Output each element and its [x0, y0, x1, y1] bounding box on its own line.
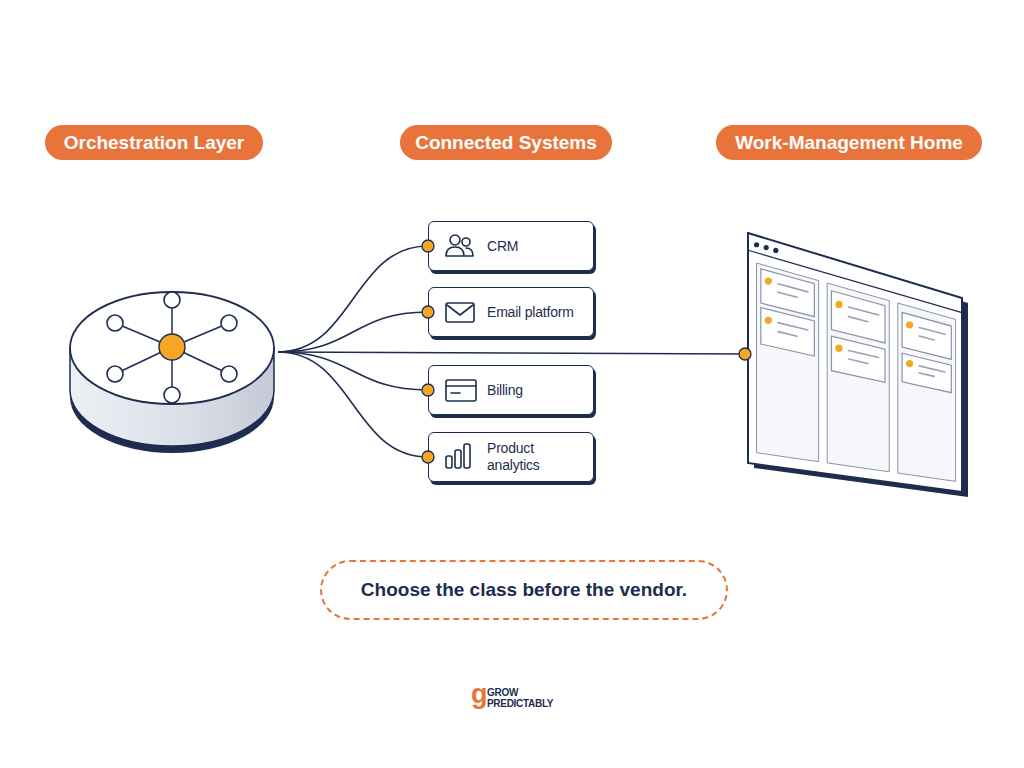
connector-line — [278, 246, 428, 352]
connector-dot — [739, 348, 751, 360]
satellite-node — [164, 387, 180, 403]
satellite-node — [107, 315, 123, 331]
node-label: Product analytics — [487, 440, 587, 474]
connector-line — [278, 352, 428, 457]
person-body — [446, 247, 464, 256]
window-dot — [773, 248, 778, 253]
chart-bar — [446, 456, 452, 468]
card-line — [778, 332, 797, 337]
card-line — [849, 317, 868, 322]
chart-bar — [464, 444, 470, 468]
kanban-board: Work-Management Home — [745, 222, 970, 486]
system-box: Email platform — [428, 287, 594, 337]
card-line — [451, 392, 460, 394]
satellite-node — [107, 366, 123, 382]
card-dot — [835, 301, 842, 308]
card-line — [919, 327, 945, 334]
connector-dot — [422, 306, 434, 318]
connector-line — [278, 352, 745, 354]
card-line — [919, 373, 934, 376]
card-dot — [906, 321, 913, 328]
card-line — [919, 336, 934, 340]
board-frame — [748, 233, 962, 492]
node-label: Email platform — [487, 304, 587, 321]
task-card — [831, 336, 885, 382]
disc-outline — [68, 290, 278, 465]
card-line — [919, 366, 945, 372]
connector-line — [278, 352, 428, 390]
card-line — [849, 307, 879, 315]
connector-line — [278, 312, 428, 352]
card-line — [778, 292, 797, 297]
window-dot — [754, 242, 759, 247]
card-dot — [765, 317, 772, 324]
card-dot — [765, 277, 772, 284]
task-card — [831, 291, 885, 343]
satellite-node — [164, 292, 180, 308]
envelope-flap — [447, 305, 473, 315]
card-dot — [906, 360, 913, 367]
task-card — [902, 312, 951, 359]
person-body — [465, 248, 473, 256]
card-line — [849, 350, 879, 357]
chart-bar — [455, 450, 461, 468]
node-label: Billing — [487, 382, 587, 399]
card-outline — [902, 312, 951, 359]
card-body — [446, 380, 476, 401]
person-head — [450, 235, 460, 245]
card-stripe — [446, 385, 476, 387]
logo-wordmark: GROW PREDICTABLY — [487, 687, 559, 709]
task-card — [902, 353, 951, 392]
card-line — [849, 359, 868, 363]
card-icon — [446, 380, 476, 401]
card-line — [778, 284, 808, 292]
card-outline — [831, 291, 885, 343]
task-card — [761, 308, 814, 356]
satellite-node — [221, 366, 237, 382]
system-box: Billing — [428, 365, 594, 415]
window-dot — [764, 245, 769, 250]
board-column — [757, 263, 819, 462]
card-line — [778, 323, 808, 330]
caption-text: Choose the class before the vendor. — [361, 579, 687, 601]
caption-box: Choose the class before the vendor. — [320, 560, 728, 620]
section-heading: Orchestration Layer — [45, 125, 263, 160]
card-outline — [831, 336, 885, 382]
node-label: CRM — [487, 238, 587, 255]
people-icon — [446, 235, 473, 256]
board-column — [827, 283, 889, 472]
connector-dot — [422, 451, 434, 463]
hub-node — [159, 334, 185, 360]
system-box: CRM — [428, 221, 594, 271]
logo-mark: g — [471, 681, 489, 708]
card-outline — [902, 353, 951, 392]
board-column — [898, 303, 956, 481]
connector-dot — [422, 384, 434, 396]
bar-chart-icon — [446, 444, 470, 468]
envelope-body — [446, 303, 474, 322]
disc-top — [70, 292, 274, 404]
satellite-node — [221, 315, 237, 331]
connector-dot — [422, 240, 434, 252]
card-dot — [835, 345, 842, 352]
system-box: Product analytics — [428, 432, 594, 482]
board-outline — [745, 222, 970, 486]
orchestration-disc: Orchestration Layer — [68, 290, 278, 465]
system-icons — [446, 235, 476, 468]
card-outline — [761, 308, 814, 356]
section-heading: Connected Systems — [400, 125, 612, 160]
envelope-icon — [446, 303, 474, 322]
section-heading: Work-Management Home — [716, 125, 982, 160]
person-head — [462, 238, 470, 246]
